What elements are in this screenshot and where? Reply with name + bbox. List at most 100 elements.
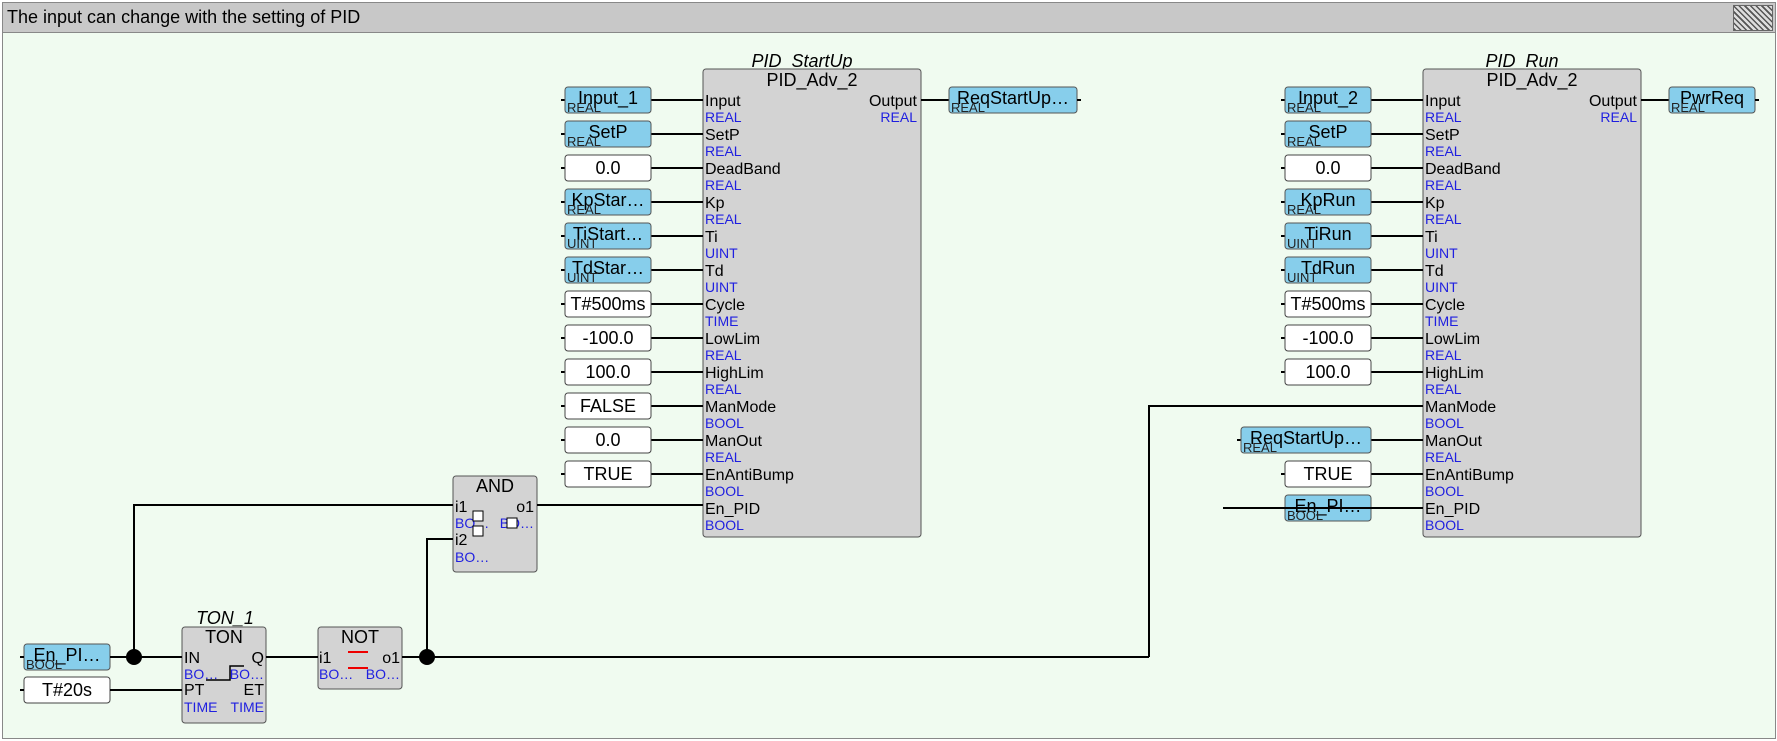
ton-instance-name: TON_1 [196, 608, 254, 628]
pid-startup-pin-type: REAL [705, 143, 742, 159]
pid-startup-input-enantibump-const-label: TRUE [584, 464, 633, 484]
pid-run-output-pin: Output [1589, 93, 1638, 110]
pid-run-input-cycle-const-label: T#500ms [1290, 294, 1365, 314]
pid-run-pin-type: UINT [1425, 279, 1458, 295]
pid-run-input-enantibump-const-label: TRUE [1304, 464, 1353, 484]
pid-startup-input-setp-var[interactable] [564, 120, 652, 148]
ton-pin-in: IN [184, 650, 200, 667]
not-block-type: NOT [341, 627, 379, 647]
ton-block[interactable] [181, 626, 267, 724]
pid-run-input-setp-var[interactable] [1284, 120, 1372, 148]
pid-startup-input-kp-var[interactable] [564, 188, 652, 216]
ton-pin-q-type: BO… [230, 666, 264, 682]
pid-run-input-input-var[interactable] [1284, 86, 1372, 114]
ton-pin-in-type: BO… [184, 666, 218, 682]
ton-pin-pt: PT [184, 682, 205, 699]
pid-startup-pin-type: REAL [705, 109, 742, 125]
pid-run-input-enantibump-const[interactable] [1284, 460, 1372, 488]
pid-run-input-highlim-const[interactable] [1284, 358, 1372, 386]
pid-run-input-cycle-const[interactable] [1284, 290, 1372, 318]
and-pin-i2-type: BO… [455, 549, 489, 565]
pid-run-input-en_pid-var-label: En_PI… [1294, 496, 1361, 517]
pid-startup-pin-en_pid: En_PID [705, 501, 760, 518]
resize-grip-icon[interactable] [1733, 5, 1773, 31]
en-pid-var-type: BOOL [26, 657, 62, 672]
pid-run-input-deadband-const-label: 0.0 [1315, 158, 1340, 178]
not-pin-o1: o1 [382, 650, 400, 667]
pid-startup-input-kp-var-type: REAL [567, 202, 601, 217]
pid-run-pin-td: Td [1425, 263, 1444, 280]
title-bar[interactable]: The input can change with the setting of… [3, 3, 1775, 33]
pid-startup-pin-cycle: Cycle [705, 297, 745, 314]
pid-startup-input-cycle-const[interactable] [564, 290, 652, 318]
and-block[interactable] [452, 475, 538, 573]
pid-run-pin-highlim: HighLim [1425, 365, 1484, 382]
and-gate-icon [472, 525, 484, 537]
and-block-type: AND [476, 476, 514, 496]
pid-startup-input-ti-var-type: UINT [567, 236, 597, 251]
pid-run-pin-manout: ManOut [1425, 433, 1482, 450]
pid-startup-input-manout-const-label: 0.0 [595, 430, 620, 450]
pid-run-input-ti-var[interactable] [1284, 222, 1372, 250]
junction-dot [126, 649, 142, 665]
pid-run-pin-type: REAL [1425, 347, 1462, 363]
pid-run-input-td-var-label: TdRun [1301, 258, 1355, 278]
pid-run-input-input-var-label: Input_2 [1298, 88, 1358, 109]
pid-run-pin-type: BOOL [1425, 483, 1464, 499]
pid-startup-input-manout-const[interactable] [564, 426, 652, 454]
pid-startup-output-var-label: ReqStartUp… [957, 88, 1069, 108]
pid-startup-input-setp-var-label: SetP [588, 122, 627, 142]
pid-startup-input-enantibump-const[interactable] [564, 460, 652, 488]
pt-const-label: T#20s [42, 680, 92, 700]
pid-startup-input-deadband-const[interactable] [564, 154, 652, 182]
pid-run-input-ti-var-label: TiRun [1304, 224, 1351, 244]
wire-not-to-run-manmode [1148, 405, 1423, 657]
and-pin-i1-type: BO… [455, 515, 489, 531]
pid-startup-input-setp-var-type: REAL [567, 134, 601, 149]
pid-run-pin-type: UINT [1425, 245, 1458, 261]
pid-run-input-ti-var-type: UINT [1287, 236, 1317, 251]
pid-run-instance-name: PID_Run [1485, 51, 1558, 71]
and-gate-icon [506, 517, 518, 529]
pid-startup-input-ti-var-label: TiStart… [573, 224, 643, 244]
pid-startup-input-td-var[interactable] [564, 256, 652, 284]
pid-startup-pin-highlim: HighLim [705, 365, 764, 382]
pid-startup-input-lowlim-const-label: -100.0 [582, 328, 633, 348]
pid-run-pin-kp: Kp [1425, 195, 1445, 212]
pid-run-pin-type: REAL [1425, 449, 1462, 465]
timer-pulse-icon [206, 665, 244, 681]
pid-run-pin-deadband: DeadBand [1425, 161, 1501, 178]
pid-run-pin-en_pid: En_PID [1425, 501, 1480, 518]
pid-run-input-lowlim-const[interactable] [1284, 324, 1372, 352]
pid-startup-pin-type: REAL [705, 449, 742, 465]
pid-startup-pin-input: Input [705, 93, 741, 110]
pid-startup-input-input-var[interactable] [564, 86, 652, 114]
wire-en-to-and [133, 504, 453, 657]
pid-run-input-setp-var-type: REAL [1287, 134, 1321, 149]
pid-startup-block-type: PID_Adv_2 [766, 70, 857, 91]
pid-run-input-td-var[interactable] [1284, 256, 1372, 284]
pid-run-input-manout-var[interactable] [1240, 426, 1372, 454]
pid-startup-input-highlim-const[interactable] [564, 358, 652, 386]
pid-run-input-deadband-const[interactable] [1284, 154, 1372, 182]
pid-run-input-lowlim-const-label: -100.0 [1302, 328, 1353, 348]
pid-run-output-type: REAL [1600, 109, 1637, 125]
pid-run-pin-ti: Ti [1425, 229, 1438, 246]
pid-startup-pin-type: BOOL [705, 415, 744, 431]
pid-startup-pin-type: REAL [705, 177, 742, 193]
ton-pin-et: ET [244, 682, 265, 699]
pid-startup-input-input-var-label: Input_1 [578, 88, 638, 109]
pid-run-input-kp-var[interactable] [1284, 188, 1372, 216]
pid-startup-input-highlim-const-label: 100.0 [585, 362, 630, 382]
ton-pin-q: Q [252, 650, 264, 667]
pid-run-pin-enantibump: EnAntiBump [1425, 467, 1514, 484]
pid-startup-input-ti-var[interactable] [564, 222, 652, 250]
pid-startup-input-input-var-type: REAL [567, 100, 601, 115]
pid-run-pin-type: REAL [1425, 109, 1462, 125]
pid-run-pin-setp: SetP [1425, 127, 1460, 144]
pid-run-output-var-type: REAL [1671, 100, 1705, 115]
pid-startup-input-manmode-const[interactable] [564, 392, 652, 420]
pid-startup-input-kp-var-label: KpStar… [571, 190, 644, 210]
pid-startup-input-lowlim-const[interactable] [564, 324, 652, 352]
